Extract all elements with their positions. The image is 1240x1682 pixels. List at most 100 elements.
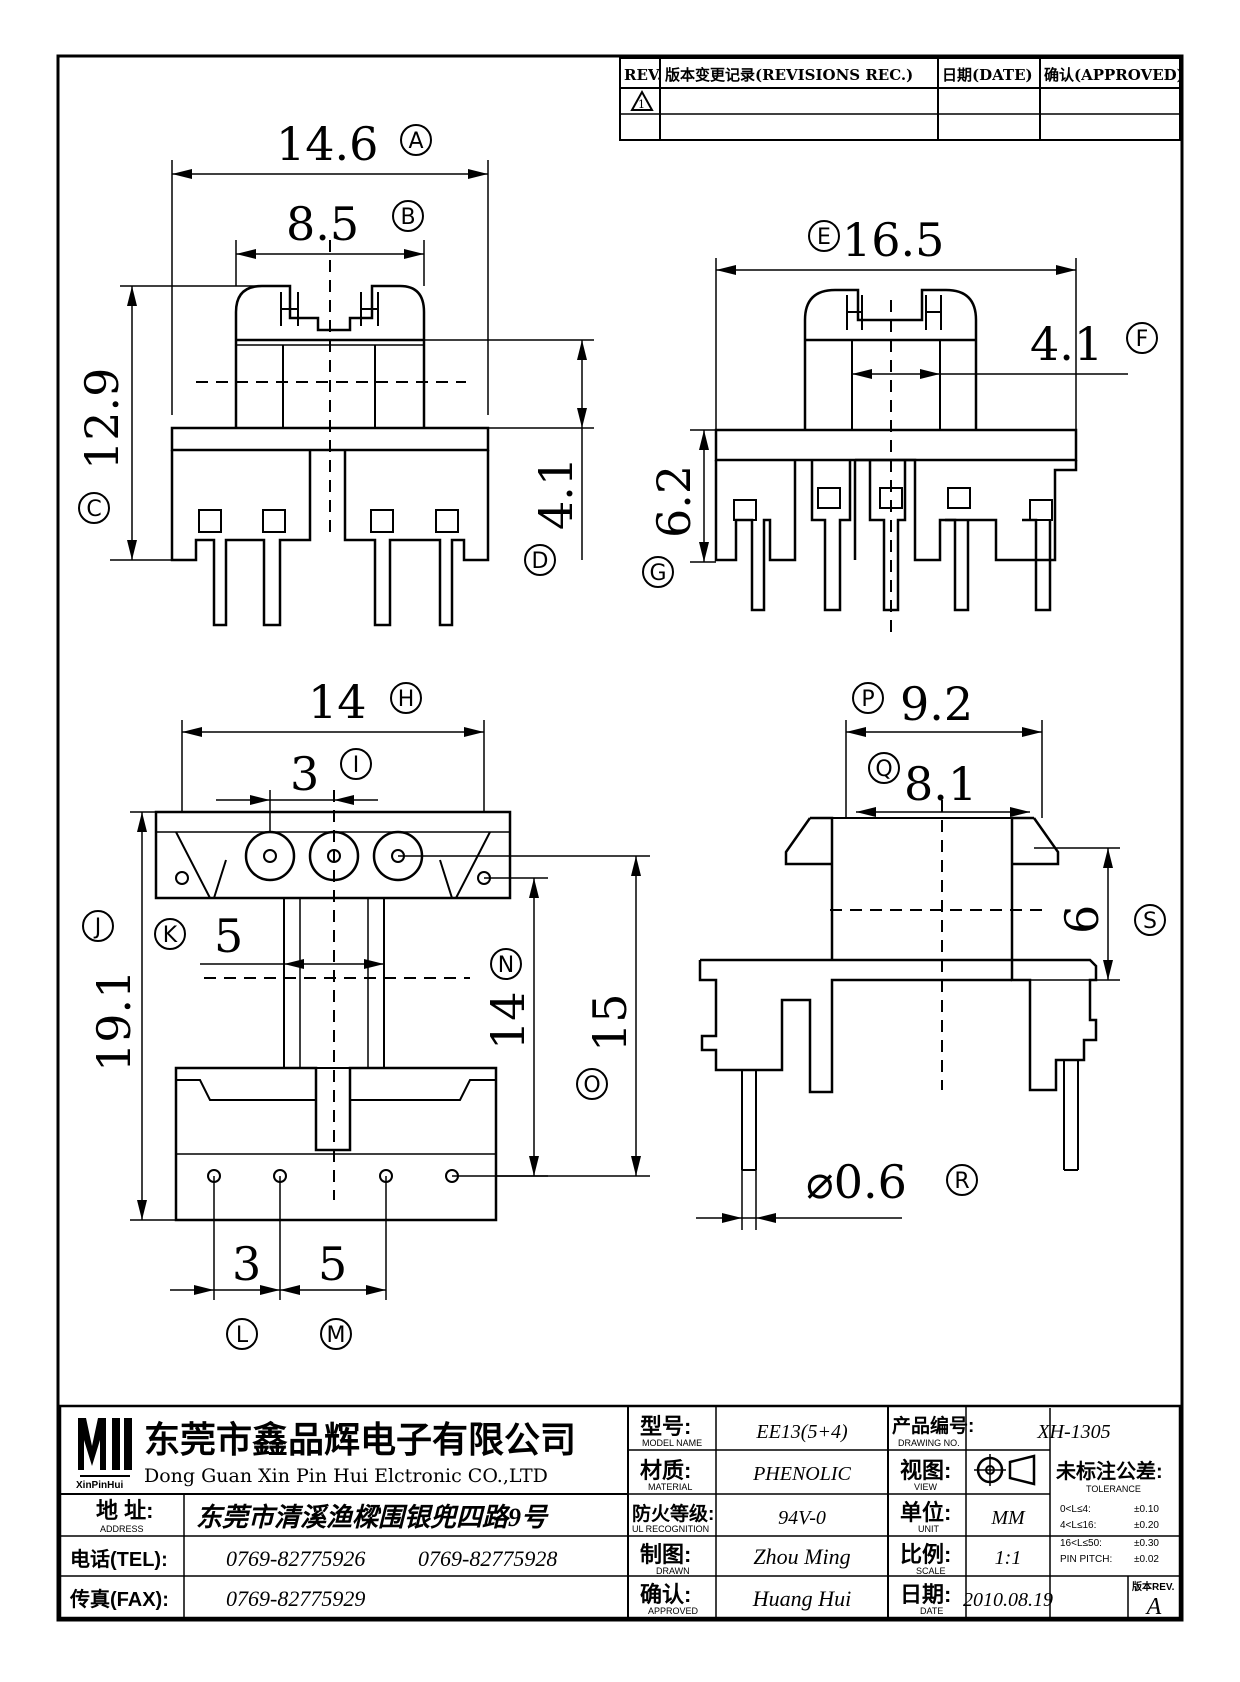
label-g-circle	[642, 556, 674, 588]
dim-a-value: 14.6	[276, 117, 378, 171]
dim-l-value: 3	[232, 1237, 261, 1291]
label-s: S	[1143, 909, 1157, 934]
label-b-circle	[392, 200, 424, 232]
label-a-circle	[400, 124, 432, 156]
drawn-label-en: DRAWN	[656, 1566, 690, 1576]
tel-label: 电话(TEL):	[70, 1548, 168, 1571]
dim-q-value: 8.1	[904, 757, 977, 811]
revision-triangle-mark: 1	[638, 98, 645, 111]
fax-label: 传真(FAX):	[69, 1587, 169, 1611]
material-label: 材质:	[640, 1458, 691, 1483]
dim-c-value: 12.9	[75, 368, 129, 470]
label-f: F	[1136, 327, 1149, 352]
label-c: C	[86, 497, 101, 522]
dim-h-value: 14	[308, 675, 367, 729]
label-n-circle	[490, 948, 522, 980]
label-s-circle	[1134, 904, 1166, 936]
view-label: 视图:	[900, 1458, 951, 1483]
label-m: M	[327, 1323, 346, 1348]
tolerance-range-4: PIN PITCH:	[1060, 1554, 1112, 1565]
scale-value: 1:1	[995, 1547, 1022, 1569]
tel-1: 0769-82775926	[226, 1546, 365, 1571]
address-label-en: ADDRESS	[100, 1524, 144, 1534]
label-g: G	[649, 561, 666, 586]
label-r: R	[954, 1169, 969, 1194]
ul-label-en: UL RECOGNITION	[632, 1524, 709, 1534]
dim-r-value: ⌀0.6	[806, 1155, 907, 1209]
label-e: E	[817, 225, 831, 250]
dim-e-value: 16.5	[842, 213, 944, 267]
dim-i-value: 3	[290, 747, 319, 801]
company-name-en: Dong Guan Xin Pin Hui Elctronic CO.,LTD	[144, 1465, 548, 1487]
tolerance-range-1: 0<L≤4:	[1060, 1504, 1091, 1515]
tolerance-label-en: TOLERANCE	[1086, 1484, 1141, 1494]
date-label-en: DATE	[920, 1606, 943, 1616]
revisions-header: 版本变更记录(REVISIONS REC.)	[665, 66, 913, 84]
dim-j-value: 19.1	[87, 970, 141, 1072]
tolerance-value-1: ±0.10	[1134, 1504, 1159, 1515]
company-logo	[78, 1418, 132, 1477]
rev-label: 版本REV.	[1132, 1580, 1175, 1593]
label-q: Q	[875, 757, 892, 782]
label-p: P	[861, 687, 874, 712]
dim-d-value: 4.1	[529, 457, 583, 530]
tolerance-range-3: 16<L≤50:	[1060, 1538, 1102, 1549]
rev-value: A	[1145, 1594, 1162, 1620]
label-j: J	[93, 915, 102, 940]
dim-b-value: 8.5	[286, 197, 359, 251]
label-r-circle	[946, 1164, 978, 1196]
label-e-circle	[808, 220, 840, 252]
label-i: I	[353, 753, 360, 778]
tolerance-value-3: ±0.30	[1134, 1538, 1159, 1549]
dim-n-value: 14	[481, 991, 535, 1050]
revision-table: REV. 版本变更记录(REVISIONS REC.) 日期(DATE) 确认(…	[619, 57, 1184, 141]
dim-m-value: 5	[318, 1237, 347, 1291]
end-view	[696, 720, 1120, 1230]
tolerance-value-4: ±0.02	[1134, 1554, 1159, 1565]
model-label-en: MODEL NAME	[642, 1438, 702, 1448]
view-label-en: VIEW	[914, 1482, 938, 1492]
label-o: O	[583, 1073, 600, 1098]
date-header: 日期(DATE)	[942, 66, 1033, 84]
address-label: 地 址:	[96, 1498, 153, 1523]
projection-symbol-icon	[974, 1454, 1036, 1486]
model-label: 型号:	[640, 1414, 691, 1439]
drawing-no-label-en: DRAWING NO.	[898, 1438, 960, 1448]
dim-o-value: 15	[583, 993, 637, 1052]
tolerance-label: 未标注公差:	[1056, 1459, 1163, 1483]
unit-label-en: UNIT	[918, 1524, 939, 1534]
drawing-no-value: XH-1305	[1036, 1421, 1110, 1443]
tolerance-range-2: 4<L≤16:	[1060, 1520, 1096, 1531]
drawn-label: 制图:	[640, 1542, 691, 1567]
label-b: B	[400, 205, 415, 230]
dim-k-value: 5	[214, 909, 243, 963]
logo-text: XinPinHui	[76, 1480, 123, 1491]
label-i-circle	[340, 748, 372, 780]
date-label: 日期:	[900, 1582, 951, 1607]
label-d: D	[532, 549, 549, 574]
drawn-value: Zhou Ming	[753, 1544, 850, 1569]
dim-p-value: 9.2	[900, 677, 973, 731]
revision-triangle-icon	[630, 89, 654, 111]
label-m-circle	[320, 1318, 352, 1350]
rev-header: REV.	[624, 66, 662, 84]
title-block: XinPinHui 东莞市鑫品辉电子有限公司 Dong Guan Xin Pin…	[58, 1404, 1182, 1620]
fax-value: 0769-82775929	[226, 1586, 365, 1611]
tel-2: 0769-82775928	[418, 1546, 557, 1571]
label-j-circle	[82, 910, 114, 942]
label-l-circle	[226, 1318, 258, 1350]
model-value: EE13(5+4)	[755, 1421, 848, 1443]
unit-label: 单位:	[900, 1500, 951, 1525]
dim-s-value: 6	[1055, 905, 1109, 934]
approved-header: 确认(APPROVED)	[1044, 66, 1184, 84]
label-h: H	[398, 687, 415, 712]
material-label-en: MATERIAL	[648, 1482, 692, 1492]
tolerance-value-2: ±0.20	[1134, 1520, 1159, 1531]
label-l: L	[236, 1323, 249, 1348]
label-d-circle	[524, 544, 556, 576]
dim-f-value: 4.1	[1030, 317, 1103, 371]
address-value: 东莞市清溪渔樑围银兜四路9号	[196, 1503, 549, 1532]
top-view	[130, 720, 650, 1300]
label-k-circle	[154, 918, 186, 950]
